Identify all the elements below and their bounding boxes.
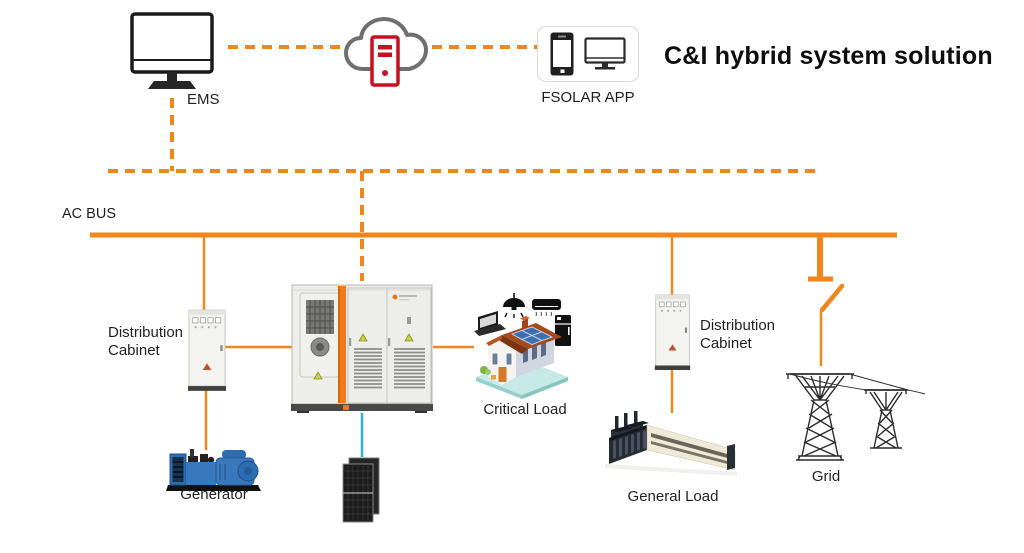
battery-storage-cabinet-icon: [291, 284, 433, 413]
desktop-monitor-icon: [130, 12, 214, 89]
electrical-cabinet-icon: [654, 294, 691, 370]
generator-label: Generator: [180, 486, 248, 503]
electrical-cabinet-icon: [188, 309, 226, 391]
cloud-server-icon: [344, 17, 428, 87]
distribution-cabinet-left-label: Distribution Cabinet: [108, 324, 184, 360]
grid-label: Grid: [811, 468, 841, 485]
factory-icon: [605, 411, 737, 476]
fsolar-app-label: FSOLAR APP: [541, 89, 635, 106]
solar-panel-icon: [342, 457, 380, 523]
diesel-generator-icon: [166, 449, 261, 491]
distribution-cabinet-right-label: Distribution Cabinet: [700, 317, 776, 353]
desktop-monitor-icon: [584, 37, 626, 70]
smartphone-icon: [550, 32, 574, 76]
critical-load-label: Critical Load: [483, 401, 567, 418]
ac-bus-label: AC BUS: [62, 206, 116, 222]
ems-label: EMS: [187, 91, 220, 108]
general-load-label: General Load: [627, 488, 719, 505]
house-with-appliances-icon: [474, 293, 571, 399]
fsolar-app-box: [537, 26, 639, 82]
transmission-towers-icon: [786, 373, 926, 461]
page-title: C&I hybrid system solution: [664, 42, 993, 70]
